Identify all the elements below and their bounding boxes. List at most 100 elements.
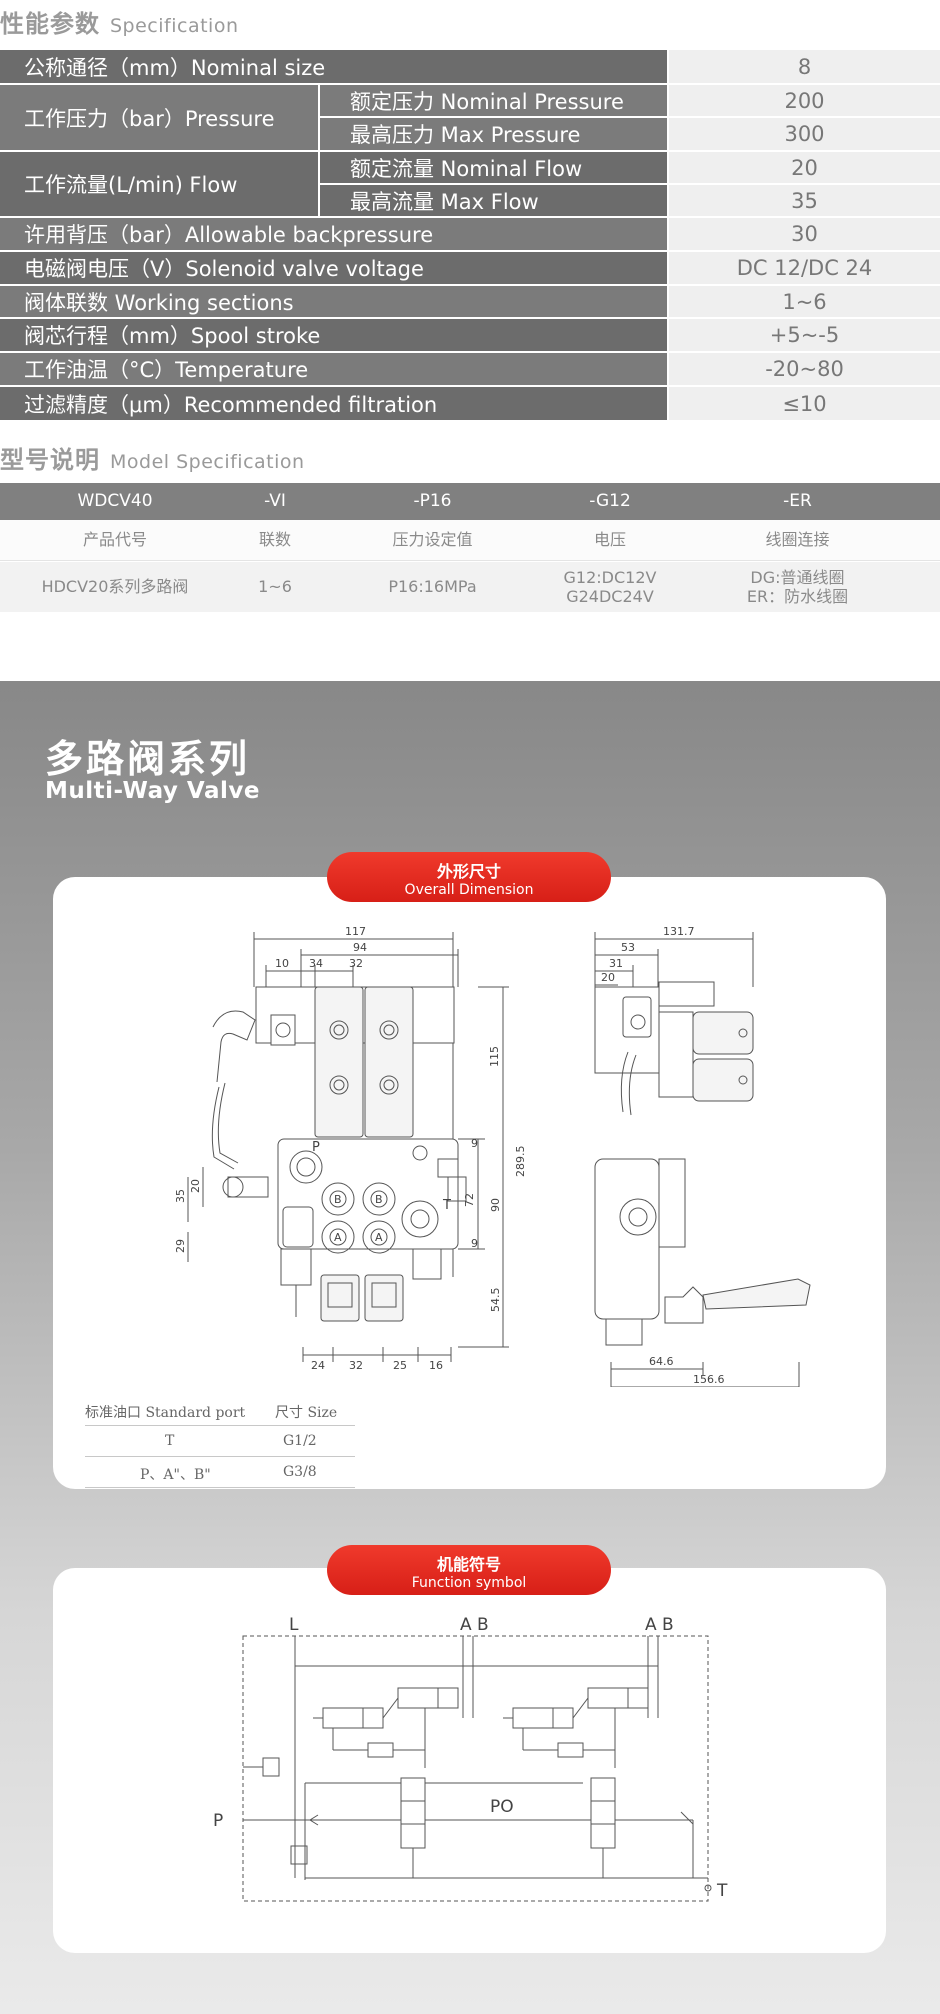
dim-10: 10 (275, 957, 289, 970)
port-table-row: T G1/2 (85, 1426, 355, 1457)
port-name: T (165, 1433, 175, 1449)
function-symbol-diagram: L A B A B P PO T (213, 1615, 728, 1902)
spec-label: 额定压力 Nominal Pressure (320, 85, 667, 116)
spec-label: 许用背压（bar）Allowable backpressure (0, 218, 667, 250)
model-cell: 压力设定值 (392, 530, 473, 550)
function-badge-zh: 机能符号 (436, 1555, 501, 1574)
dimension-drawing: 117 94 10 34 32 115 289.5 9 72 90 9 54.5… (174, 925, 811, 1387)
function-card: L A B A B P PO T (53, 1568, 886, 1953)
spec-value: ≤10 (669, 387, 940, 420)
spec-value: 35 (669, 185, 940, 216)
port-label-b1: B (334, 1193, 342, 1206)
spec-label: 额定流量 Nominal Flow (320, 152, 667, 183)
dim-16: 16 (429, 1359, 443, 1372)
dim-156: 156.6 (693, 1373, 725, 1386)
dimension-card: 117 94 10 34 32 115 289.5 9 72 90 9 54.5… (53, 877, 886, 1489)
port-name: P、A"、B" (140, 1467, 211, 1483)
spec-row: 过滤精度（μm）Recommended filtration ≤10 (0, 387, 940, 420)
spec-value: 200 (669, 85, 940, 116)
model-header-cell: WDCV40 (77, 491, 153, 512)
func-label-ab2: A B (645, 1615, 674, 1635)
spec-label: 阀体联数 Working sections (0, 286, 667, 317)
spec-row: 最高压力 Max Pressure 300 (0, 118, 940, 151)
dim-31: 31 (609, 957, 623, 970)
dim-72: 72 (463, 1193, 476, 1207)
spec-value: 30 (669, 218, 940, 250)
func-label-po: PO (490, 1797, 514, 1817)
function-badge: 机能符号 Function symbol (327, 1545, 611, 1595)
spec-row: 电磁阀电压（V）Solenoid valve voltage DC 12/DC … (0, 252, 940, 285)
dim-29: 29 (174, 1239, 187, 1253)
spec-group-flow: 工作流量(L/min) Flow (0, 152, 318, 216)
port-size: G1/2 (283, 1433, 317, 1449)
spec-title-en: Specification (110, 15, 239, 37)
dim-131: 131.7 (663, 925, 695, 938)
port-label-p: P (312, 1140, 320, 1155)
model-header-cell: -VI (264, 491, 286, 512)
spec-section-heading: 性能参数 Specification (0, 4, 239, 44)
product-title-zh: 多路阀系列 (45, 737, 251, 781)
model-header-row: WDCV40 -VI -P16 -G12 -ER (0, 483, 940, 520)
model-cell: 联数 (258, 530, 291, 550)
func-label-t: T (716, 1881, 728, 1901)
spec-label: 电磁阀电压（V）Solenoid valve voltage (0, 252, 667, 284)
product-title-en: Multi-Way Valve (45, 778, 260, 804)
spec-row: 阀体联数 Working sections 1~6 (0, 286, 940, 319)
model-cell: HDCV20系列多路阀 (41, 577, 189, 597)
spec-value: 300 (669, 118, 940, 150)
dim-35: 35 (174, 1189, 187, 1203)
port-table-header: 标准油口 Standard port 尺寸 Size (85, 1395, 355, 1426)
spec-row: 公称通径（mm）Nominal size 8 (0, 50, 940, 83)
model-cell: 线圈连接 (765, 530, 830, 550)
model-cell: 1~6 (258, 577, 292, 597)
dim-289: 289.5 (514, 1146, 527, 1178)
model-cell: DG:普通线圈 ER：防水线圈 (746, 567, 849, 606)
spec-row: 最高流量 Max Flow 35 (0, 185, 940, 218)
model-title-en: Model Specification (110, 451, 305, 473)
spec-label: 阀芯行程（mm）Spool stroke (0, 319, 667, 351)
function-badge-en: Function symbol (411, 1575, 527, 1591)
port-table: 标准油口 Standard port 尺寸 Size T G1/2 P、A"、B… (85, 1395, 355, 1488)
spec-label: 最高压力 Max Pressure (320, 118, 667, 150)
spec-label: 过滤精度（μm）Recommended filtration (0, 387, 667, 420)
spec-label: 工作油温（°C）Temperature (0, 353, 667, 385)
model-header-cell: -P16 (413, 491, 452, 512)
model-cell: P16:16MPa (388, 577, 477, 597)
dim-20-side: 20 (601, 971, 615, 984)
dim-9a: 9 (471, 1137, 478, 1150)
spec-row: 工作油温（°C）Temperature -20~80 (0, 353, 940, 386)
dim-32-bottom: 32 (349, 1359, 363, 1372)
func-label-l: L (289, 1615, 299, 1635)
dim-64: 64.6 (649, 1355, 674, 1368)
func-label-p: P (213, 1811, 223, 1831)
spec-row: 许用背压（bar）Allowable backpressure 30 (0, 218, 940, 251)
product-section: 多路阀系列 Multi-Way Valve (0, 681, 940, 2014)
spec-value: 1~6 (669, 286, 940, 317)
port-label-t: T (442, 1198, 451, 1213)
model-header-cell: -G12 (589, 491, 631, 512)
spec-value: -20~80 (669, 353, 940, 385)
spec-group-pressure: 工作压力（bar）Pressure (0, 85, 318, 150)
spec-value: 20 (669, 152, 940, 183)
model-header-cell: -ER (783, 491, 812, 512)
model-cell: 电压 (593, 530, 626, 550)
spec-value: +5~-5 (669, 319, 940, 351)
port-header-port: 标准油口 Standard port (85, 1405, 246, 1421)
dim-117: 117 (345, 925, 366, 938)
spec-title-zh: 性能参数 (0, 10, 100, 38)
dim-54: 54.5 (489, 1288, 502, 1313)
port-table-row: P、A"、B" G3/8 (85, 1457, 355, 1488)
model-row: 产品代号 联数 压力设定值 电压 线圈连接 (0, 520, 940, 561)
dim-25: 25 (393, 1359, 407, 1372)
port-size: G3/8 (283, 1464, 317, 1480)
dimension-badge: 外形尺寸 Overall Dimension (327, 852, 611, 902)
dim-115: 115 (488, 1046, 501, 1067)
func-label-ab1: A B (460, 1615, 489, 1635)
dim-32-top: 32 (349, 957, 363, 970)
spec-label: 最高流量 Max Flow (320, 185, 667, 216)
dim-34: 34 (309, 957, 323, 970)
dim-90: 90 (489, 1198, 502, 1212)
model-title-zh: 型号说明 (0, 446, 100, 474)
port-label-a2: A (375, 1231, 383, 1244)
spec-row: 阀芯行程（mm）Spool stroke +5~-5 (0, 319, 940, 352)
